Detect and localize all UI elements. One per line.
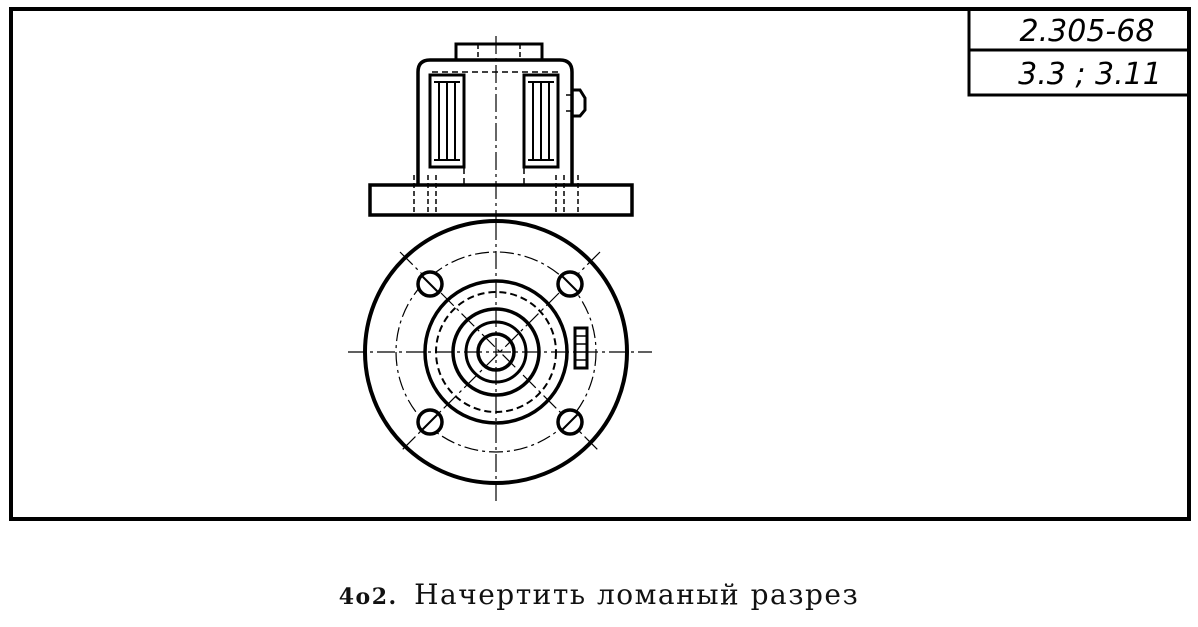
housing-outer-circle — [423, 279, 569, 425]
flange — [368, 183, 634, 217]
side-key — [572, 88, 587, 118]
bolt-hole-bottom-right — [556, 408, 584, 436]
housing-body — [416, 58, 574, 185]
standard-stamp: 2.305-68 3.3 ; 3.11 — [967, 7, 1191, 97]
front-view — [368, 36, 634, 222]
bolt-hole-top-left — [416, 270, 444, 298]
plan-view — [348, 219, 652, 505]
hidden-slot-circle — [435, 291, 557, 413]
stamp-box — [967, 7, 1191, 97]
drawing-frame — [9, 7, 1191, 521]
figure-number: 4o2. — [338, 584, 398, 610]
bore-outer-circle — [451, 307, 541, 397]
figure-caption-text: Начертить ломаный разрез — [414, 578, 860, 611]
top-lug — [454, 42, 544, 62]
plan-side-key — [573, 326, 589, 370]
bolt-circle — [395, 251, 597, 453]
bore-inner-circle — [476, 332, 516, 372]
flange-outer-circle — [363, 219, 629, 485]
bore-middle-circle — [464, 320, 528, 384]
figure-caption: 4o2. Начертить ломаный разрез — [0, 578, 1198, 611]
bolt-hole-bottom-left — [416, 408, 444, 436]
stamp-standard-number: 2.305-68 — [1020, 14, 1155, 49]
bolt-hole-top-right — [556, 270, 584, 298]
stamp-clause-numbers: 3.3 ; 3.11 — [1018, 57, 1162, 92]
